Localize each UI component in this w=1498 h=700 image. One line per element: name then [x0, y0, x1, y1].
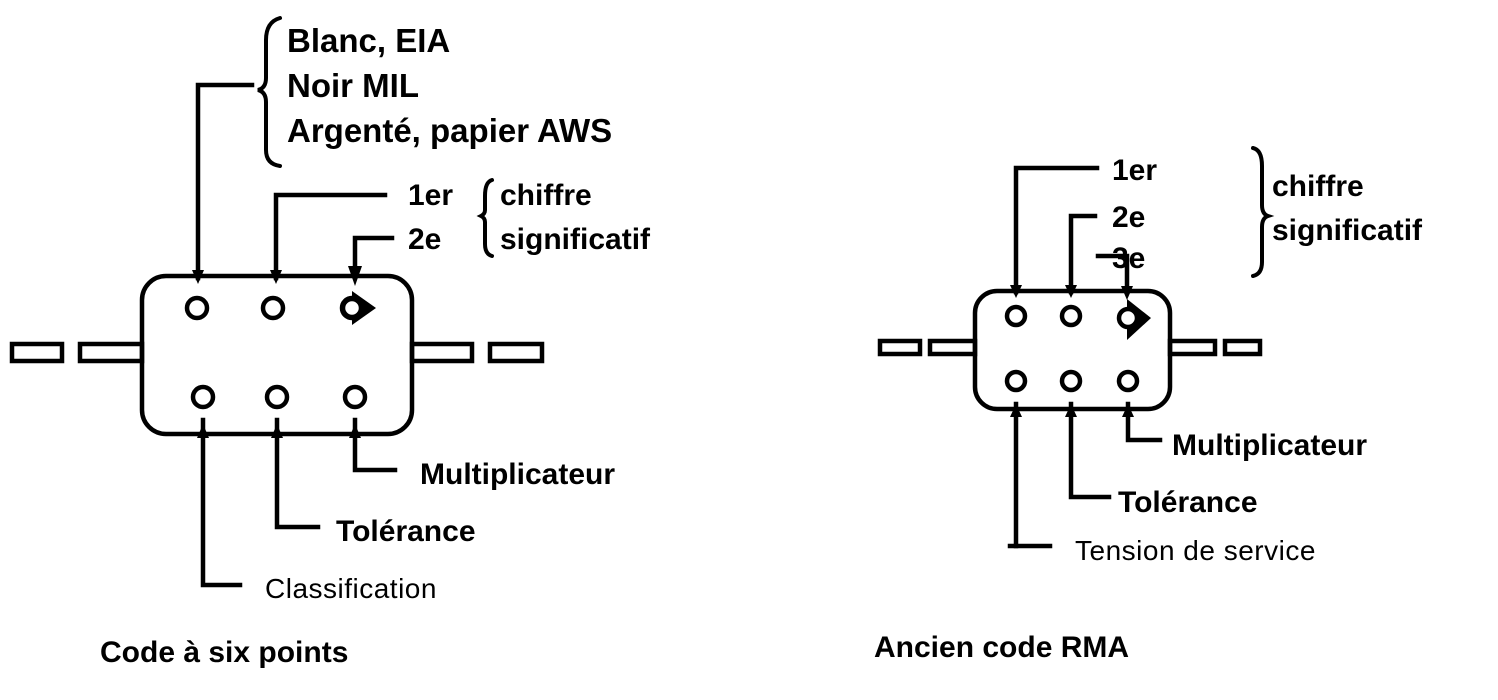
six-dot-code-diagram: Blanc, EIA Noir MIL Argenté, papier AWS …	[9, 16, 651, 669]
label-multiplier: Multiplicateur	[420, 458, 615, 491]
dot-tolerance	[1059, 369, 1083, 393]
dot-first-digit	[1004, 304, 1028, 328]
caption-rma: Ancien code RMA	[874, 631, 1129, 664]
dot-classification-marker	[184, 295, 210, 321]
top-group-line-1: Blanc, EIA	[287, 22, 450, 59]
brace-digit-group	[1251, 146, 1275, 278]
dot-third-digit	[1116, 306, 1140, 330]
dot-first-digit	[260, 295, 286, 321]
leader-line-first-digit	[1013, 165, 1100, 295]
digit-label-2: 2e	[408, 223, 441, 256]
leader-line-third-digit	[1095, 253, 1130, 293]
arrow-head-icon	[348, 266, 362, 286]
leader-line-second-digit	[1068, 213, 1098, 295]
leader-line-tolerance	[1068, 401, 1112, 500]
digit-label-1: 1er	[408, 179, 453, 212]
leader-line-top-group	[195, 82, 255, 281]
brace-digit-group	[476, 178, 494, 258]
dot-classification	[190, 384, 216, 410]
label-working-voltage: Tension de service	[1075, 535, 1316, 566]
brace-top-group	[257, 16, 282, 168]
leader-line-multiplier	[352, 417, 398, 473]
arrow-head-icon	[1010, 404, 1022, 417]
arrow-head-icon	[1065, 285, 1077, 298]
rma-code-diagram: 1er 2e 3e chiffre significatif Multiplic…	[874, 146, 1423, 664]
arrow-head-icon	[1065, 404, 1077, 417]
leader-line-second-digit	[352, 235, 395, 273]
dot-multiplier	[1116, 369, 1140, 393]
caption-six-dot: Code à six points	[100, 636, 348, 669]
arrow-head-icon	[270, 270, 282, 284]
digit-group-label-1: chiffre	[1272, 170, 1364, 203]
capacitor-lead-right	[409, 341, 545, 364]
arrow-head-icon	[349, 424, 361, 438]
dot-multiplier	[342, 384, 368, 410]
digit-group-label-2: significatif	[1272, 214, 1423, 247]
arrow-head-icon	[271, 424, 283, 438]
top-group-line-3: Argenté, papier AWS	[287, 112, 612, 149]
arrow-head-icon	[197, 424, 209, 438]
label-classification: Classification	[265, 573, 437, 604]
leader-line-first-digit	[273, 192, 388, 281]
label-tolerance: Tolérance	[1118, 486, 1258, 519]
digit-label-2: 2e	[1112, 201, 1145, 234]
capacitor-lead-left	[877, 338, 978, 357]
dot-tolerance	[264, 384, 290, 410]
arrow-head-icon	[192, 270, 204, 284]
digit-label-3: 3e	[1112, 242, 1145, 275]
digit-label-1: 1er	[1112, 154, 1157, 187]
top-group-line-2: Noir MIL	[287, 67, 419, 104]
arrow-head-icon	[1122, 404, 1134, 417]
dot-second-digit	[1059, 304, 1083, 328]
arrow-head-icon	[1121, 286, 1133, 300]
digit-group-label-1: chiffre	[500, 179, 592, 212]
label-multiplier: Multiplicateur	[1172, 429, 1367, 462]
capacitor-lead-left	[9, 341, 145, 364]
arrow-head-icon	[1010, 285, 1022, 298]
leader-line-classification	[200, 417, 243, 588]
capacitor-lead-right	[1167, 338, 1263, 357]
dot-working-voltage	[1004, 369, 1028, 393]
label-tolerance: Tolérance	[336, 515, 476, 548]
leader-line-tolerance	[274, 417, 321, 530]
digit-group-label-2: significatif	[500, 223, 651, 256]
leader-line-working-voltage	[1007, 401, 1019, 549]
